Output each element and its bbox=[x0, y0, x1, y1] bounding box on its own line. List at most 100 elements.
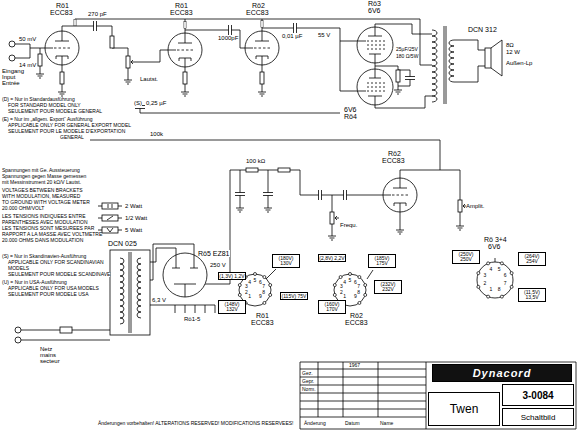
schematic-label: Name bbox=[380, 421, 393, 426]
wire bbox=[15, 44, 45, 70]
schematic-label: 12 W bbox=[506, 49, 520, 55]
voltage-box: (250V) 250V bbox=[452, 250, 480, 264]
schematic-label: 1967 bbox=[349, 363, 360, 368]
pin-number: 1 bbox=[489, 288, 492, 293]
wire bbox=[185, 19, 245, 88]
speaker-symbol bbox=[491, 40, 502, 76]
drawing-type: Schaltbild bbox=[502, 408, 574, 426]
schematic-label: Rö1-5 bbox=[184, 316, 200, 322]
wire bbox=[454, 40, 485, 82]
note-text: LES TENSIONS SONT MESUREES PAR bbox=[2, 226, 94, 231]
schematic-label: ECC83 bbox=[170, 9, 193, 16]
schematic-label: Außen-Lp bbox=[506, 60, 532, 66]
tube-base bbox=[477, 262, 513, 298]
mains-plug bbox=[15, 337, 21, 343]
pin-number: 7 bbox=[504, 282, 507, 287]
pin-number: 6 bbox=[354, 280, 357, 285]
tube-symbol bbox=[357, 69, 393, 105]
schematic-label: 50 mV bbox=[19, 36, 36, 42]
schematic-label: 100 kΩ bbox=[246, 158, 265, 164]
tube-pin bbox=[510, 285, 513, 288]
tube-pin bbox=[500, 295, 503, 298]
voltage-box: (2,8V) 2,2V bbox=[318, 254, 346, 262]
tube-pin bbox=[269, 284, 272, 287]
tube-pin bbox=[358, 276, 361, 279]
schematic-label: DCN 025 bbox=[108, 240, 137, 247]
tube-pin bbox=[238, 293, 241, 296]
pin-number: 7 bbox=[262, 285, 265, 290]
schematic-label: Änderung bbox=[304, 421, 326, 426]
schematic-label: Norm. bbox=[302, 387, 316, 392]
note-text: APPLICABLE ONLY FOR USA MODELS bbox=[8, 286, 99, 291]
pin-number: 5 bbox=[498, 267, 501, 272]
note-text: TO GROUND WITH VOLTAGE METER bbox=[2, 200, 90, 205]
pin-number: 3 bbox=[483, 273, 486, 278]
schematic-label: Gez. bbox=[302, 371, 313, 376]
pin-number: 8 bbox=[357, 290, 360, 295]
tube-pin bbox=[263, 301, 266, 304]
tube-pin bbox=[364, 284, 367, 287]
schematic-label: ECC83 bbox=[50, 9, 73, 16]
tube-pin bbox=[500, 262, 503, 265]
note-text: (S) = Nur in Skandinavien-Ausführung bbox=[2, 254, 86, 259]
tube-pin bbox=[333, 293, 336, 296]
legend-swatch bbox=[98, 202, 122, 210]
tube-symbol bbox=[383, 178, 417, 212]
pin-number: 2 bbox=[245, 290, 248, 295]
schematic-label: 55 V bbox=[318, 32, 330, 38]
voltage-box: (264V) 254V bbox=[518, 252, 546, 266]
pin-number: 2 bbox=[483, 282, 486, 287]
tube-symbol bbox=[45, 31, 79, 65]
pin-number: 8 bbox=[498, 288, 501, 293]
legend-row: 1/2 Watt bbox=[98, 212, 147, 224]
tube-pin bbox=[238, 284, 241, 287]
note-text: mit Messinstrument 20 kΩ/V Lautst. bbox=[2, 180, 81, 185]
pin-number: 6 bbox=[504, 273, 507, 278]
note-text: VOLTAGES BETWEEN BRACKETS bbox=[2, 188, 83, 193]
pin-number: 4 bbox=[248, 280, 251, 285]
schematic-label: 8Ω bbox=[506, 42, 514, 48]
note-text: FOR STANDARD MODEL ONLY bbox=[8, 103, 81, 108]
title-block bbox=[300, 362, 576, 429]
legend-swatch bbox=[98, 214, 122, 222]
tube-pin bbox=[477, 285, 480, 288]
voltage-box: (1,3V) 1,2V bbox=[218, 272, 246, 280]
tube-pin bbox=[254, 273, 257, 276]
voltage-box: (148V) 132V bbox=[218, 300, 246, 314]
schematic-label: 1000pF bbox=[218, 35, 238, 41]
note-text: 20.000 OHMS DANS MODULATION bbox=[2, 238, 83, 243]
speaker-symbol bbox=[485, 48, 491, 68]
note-text: GENERAL bbox=[60, 135, 84, 140]
pin-number: 3 bbox=[245, 285, 248, 290]
pin-number: 5 bbox=[349, 278, 352, 283]
tube-pin bbox=[477, 272, 480, 275]
schematic-label: (S) bbox=[134, 100, 142, 106]
schematic-label: Rö4 bbox=[344, 113, 357, 120]
pin-number: 4 bbox=[343, 280, 346, 285]
note-text: (E) = Nur im „allgem. Export“ Ausführung bbox=[2, 117, 92, 122]
node-text: Twen bbox=[450, 402, 479, 416]
voltage-box: (115V) 75V bbox=[280, 292, 308, 300]
voltage-box: (185V) 175V bbox=[368, 254, 396, 268]
wire bbox=[375, 24, 432, 108]
schematic-label: Datum bbox=[345, 421, 360, 426]
schematic-label: 0,01 µF bbox=[282, 33, 302, 39]
note-text: SEULEMENT POUR LE MODELE D'EXPORTATION bbox=[8, 129, 125, 134]
schematic-label: Lautst. bbox=[140, 76, 158, 82]
power-transformer bbox=[110, 250, 150, 335]
tube-pin bbox=[349, 273, 352, 276]
schematic-label: Änderungen vorbehalten! ALTERATIONS RESE… bbox=[98, 421, 293, 426]
drawing-number: 3-0084 bbox=[502, 384, 574, 406]
tube-symbol bbox=[168, 33, 202, 67]
wire bbox=[90, 113, 440, 170]
schematic-label: Gepr. bbox=[302, 379, 314, 384]
fuse-symbol bbox=[60, 327, 72, 333]
schematic-label: 6V6 bbox=[368, 7, 380, 14]
voltage-box: (160V) 170V bbox=[318, 300, 346, 314]
legend-row: 5 Watt bbox=[98, 224, 147, 236]
tube-pin bbox=[487, 262, 490, 265]
pin-number: 1 bbox=[248, 295, 251, 300]
legend: 2 Watt1/2 Watt5 Watt bbox=[98, 200, 147, 236]
pin-number: 9 bbox=[259, 295, 262, 300]
schematic-label: ECC83 bbox=[246, 9, 269, 16]
